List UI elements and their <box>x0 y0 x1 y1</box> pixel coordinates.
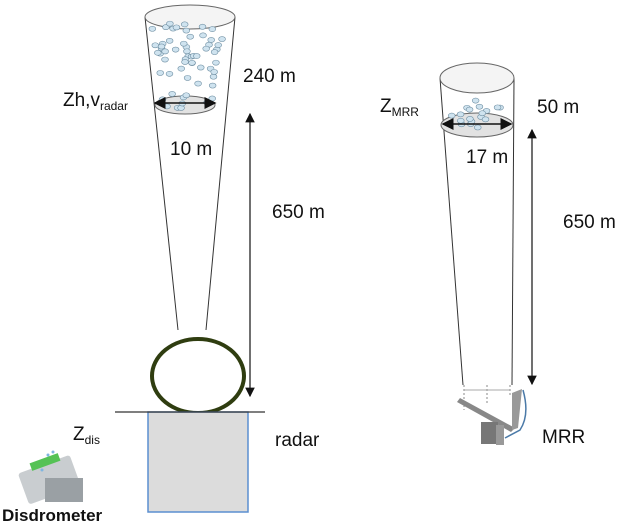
particle <box>180 40 188 47</box>
disdrometer-name-label: Disdrometer <box>2 506 103 525</box>
particle <box>165 37 174 44</box>
particle <box>210 49 219 55</box>
particle <box>198 23 207 30</box>
particle <box>168 91 176 97</box>
particle <box>182 27 191 34</box>
mrr-width-label: 17 m <box>466 147 508 168</box>
particle <box>207 37 215 43</box>
radar-particles <box>148 20 226 111</box>
particle <box>474 124 482 131</box>
particle <box>180 21 189 28</box>
particle <box>161 56 169 63</box>
particle <box>466 116 474 122</box>
mrr-name-label: MRR <box>542 427 585 448</box>
radar-width-label: 10 m <box>170 139 212 160</box>
particle <box>161 48 169 55</box>
radar-height-label: 650 m <box>272 202 325 223</box>
particle <box>186 33 194 40</box>
particle <box>154 49 162 56</box>
particle <box>158 96 167 103</box>
particle <box>172 24 181 31</box>
particle <box>210 69 218 75</box>
mrr-cone-top-label: 50 m <box>537 97 579 118</box>
particle <box>194 80 202 87</box>
disdrometer-icon <box>18 450 83 504</box>
radar-beam-cone <box>144 4 236 331</box>
particle <box>478 110 486 117</box>
mrr-instrument-icon <box>457 385 527 445</box>
particle <box>208 95 216 102</box>
particle <box>209 73 218 80</box>
particle <box>177 65 185 72</box>
mrr-variable-label: ZMRR <box>380 96 419 119</box>
particle <box>457 117 465 124</box>
particle <box>171 46 180 53</box>
particle <box>156 70 164 76</box>
particle <box>148 25 157 32</box>
particle <box>218 36 226 42</box>
particle <box>165 71 174 77</box>
particle <box>163 103 171 110</box>
radar-cone-top-label: 240 m <box>243 66 296 87</box>
particle <box>183 48 191 55</box>
particle <box>481 116 490 123</box>
particle <box>157 43 166 50</box>
particle <box>471 97 480 104</box>
particle <box>197 64 205 71</box>
particle <box>183 75 192 81</box>
disdrometer-variable-label: Zdis <box>73 424 100 447</box>
mrr-height-label: 650 m <box>563 212 616 233</box>
particle <box>475 103 484 110</box>
radar-dome <box>150 337 246 415</box>
particle <box>182 92 190 99</box>
particle <box>456 111 465 118</box>
particle <box>193 53 201 59</box>
radar-building <box>147 411 249 513</box>
radar-name-label: radar <box>275 430 320 451</box>
particle <box>151 42 160 49</box>
particle <box>199 32 207 39</box>
particle <box>212 59 220 66</box>
particle <box>465 106 474 113</box>
particle <box>202 45 210 52</box>
particle <box>181 59 189 65</box>
particle <box>166 20 174 27</box>
particle <box>448 112 456 119</box>
particle <box>208 26 217 32</box>
particle <box>188 59 196 66</box>
particle <box>493 104 502 111</box>
radar-variable-label: Zh,vradar <box>63 90 128 113</box>
particle <box>214 42 222 48</box>
mrr-beam-cone <box>439 62 515 386</box>
particle <box>208 82 217 89</box>
